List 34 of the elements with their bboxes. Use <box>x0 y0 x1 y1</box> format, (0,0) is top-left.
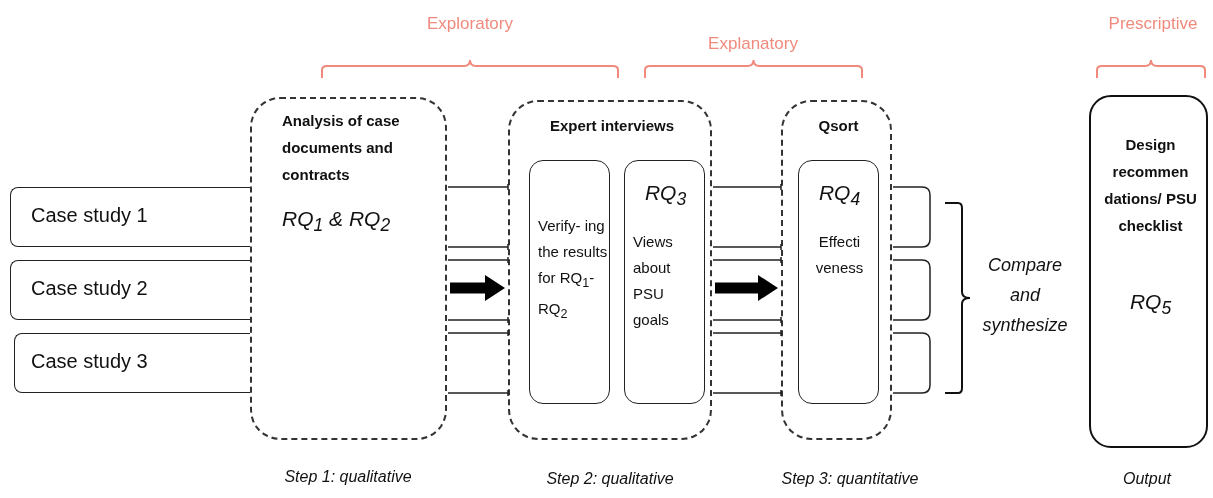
method-box <box>250 97 447 440</box>
case-label: Case study 1 <box>31 204 149 227</box>
box-heading: Design recommen dations/ PSU checklist <box>1103 135 1198 236</box>
process-box <box>529 160 610 404</box>
case-band <box>14 333 250 393</box>
box-text: Verify- ing the results for RQ$_{1}$- RQ$_{2}$ <box>538 216 608 323</box>
case-band <box>10 187 250 247</box>
box-text: Effecti veness <box>814 232 865 278</box>
step-caption: Step 1: qualitative <box>283 468 413 486</box>
research-question: RQ$_{1}$ & RQ$_{2}$ <box>282 207 392 237</box>
research-question: RQ$_{5}$ <box>1128 290 1173 320</box>
case-label: Case study 2 <box>31 277 149 300</box>
research-question: RQ$_{3}$ <box>643 181 688 211</box>
output-box <box>1089 95 1208 448</box>
step-caption: Step 2: qualitative <box>545 470 675 488</box>
block-arrow <box>715 275 778 301</box>
box-heading: Analysis of case documents and contracts <box>282 111 401 185</box>
bracket-label: Explanatory <box>707 34 799 54</box>
process-box <box>798 160 879 404</box>
method-box <box>508 100 712 440</box>
note: Compare and synthesize <box>981 254 1069 337</box>
research-question: RQ$_{4}$ <box>817 181 862 211</box>
step-caption: Output <box>1122 470 1173 488</box>
method-box <box>781 100 892 440</box>
box-heading: Qsort <box>817 116 860 136</box>
box-heading: Expert interviews <box>548 116 676 136</box>
process-box <box>624 160 705 404</box>
box-text: Views about PSU goals <box>633 232 674 330</box>
bracket-label: Exploratory <box>426 14 514 34</box>
block-arrow <box>450 275 505 301</box>
bracket-label: Prescriptive <box>1107 14 1199 34</box>
case-label: Case study 3 <box>31 350 149 373</box>
case-band <box>10 260 250 320</box>
step-caption: Step 3: quantitative <box>780 470 920 488</box>
